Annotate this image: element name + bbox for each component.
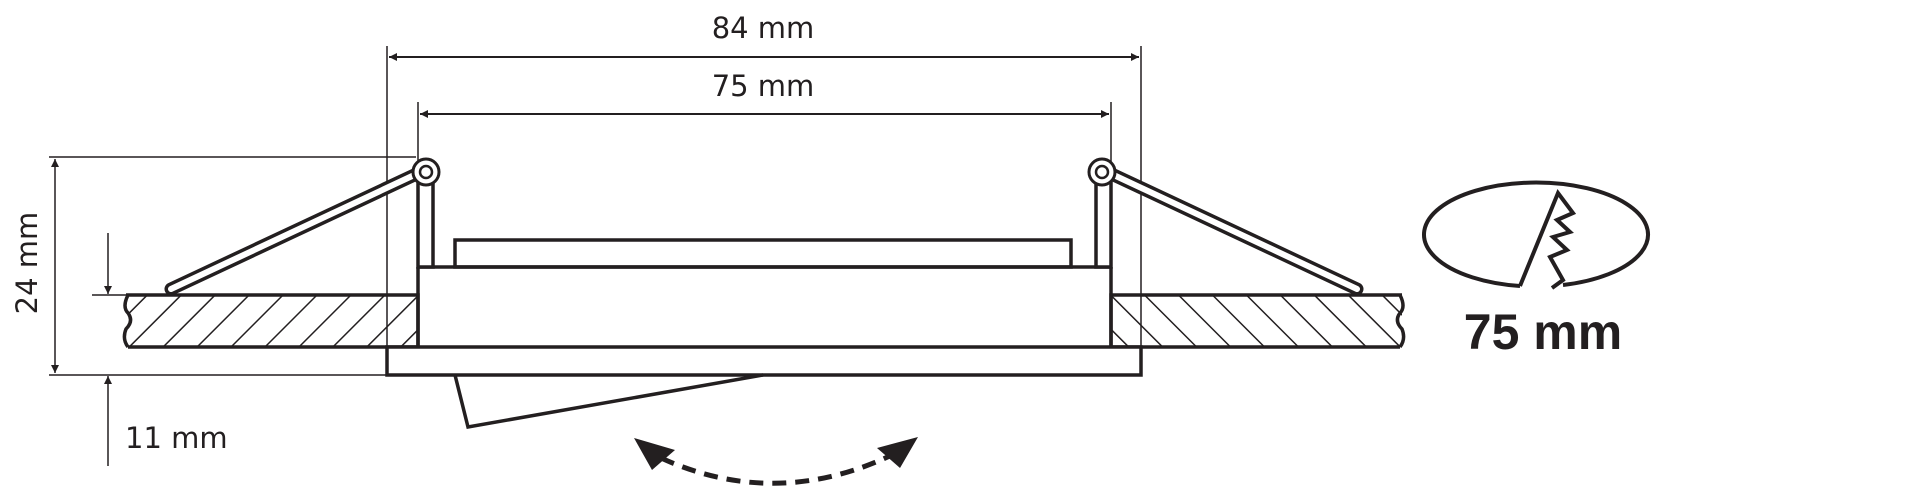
outer-diameter-label: 84 mm: [712, 11, 815, 45]
spring-clip-left: [164, 157, 441, 296]
tilted-lamp-outline: [453, 373, 764, 430]
lamp-housing: [385, 170, 1143, 377]
dimension-11mm: [92, 233, 126, 466]
inner-diameter-label: 75 mm: [712, 69, 815, 103]
tilt-rotation-arrow-icon: [634, 437, 918, 486]
cutout-diameter-label: 75 mm: [1464, 304, 1622, 360]
dimension-24mm: [49, 156, 416, 376]
height-label: 24 mm: [10, 212, 44, 315]
flange-depth-label: 11 mm: [125, 421, 228, 455]
dimension-75mm: [417, 102, 1112, 171]
cutout-hole-icon: [1422, 180, 1650, 290]
ceiling-section-left: [128, 295, 418, 347]
ceiling-section-right: [1111, 295, 1402, 347]
spring-clip-right: [1087, 157, 1364, 296]
